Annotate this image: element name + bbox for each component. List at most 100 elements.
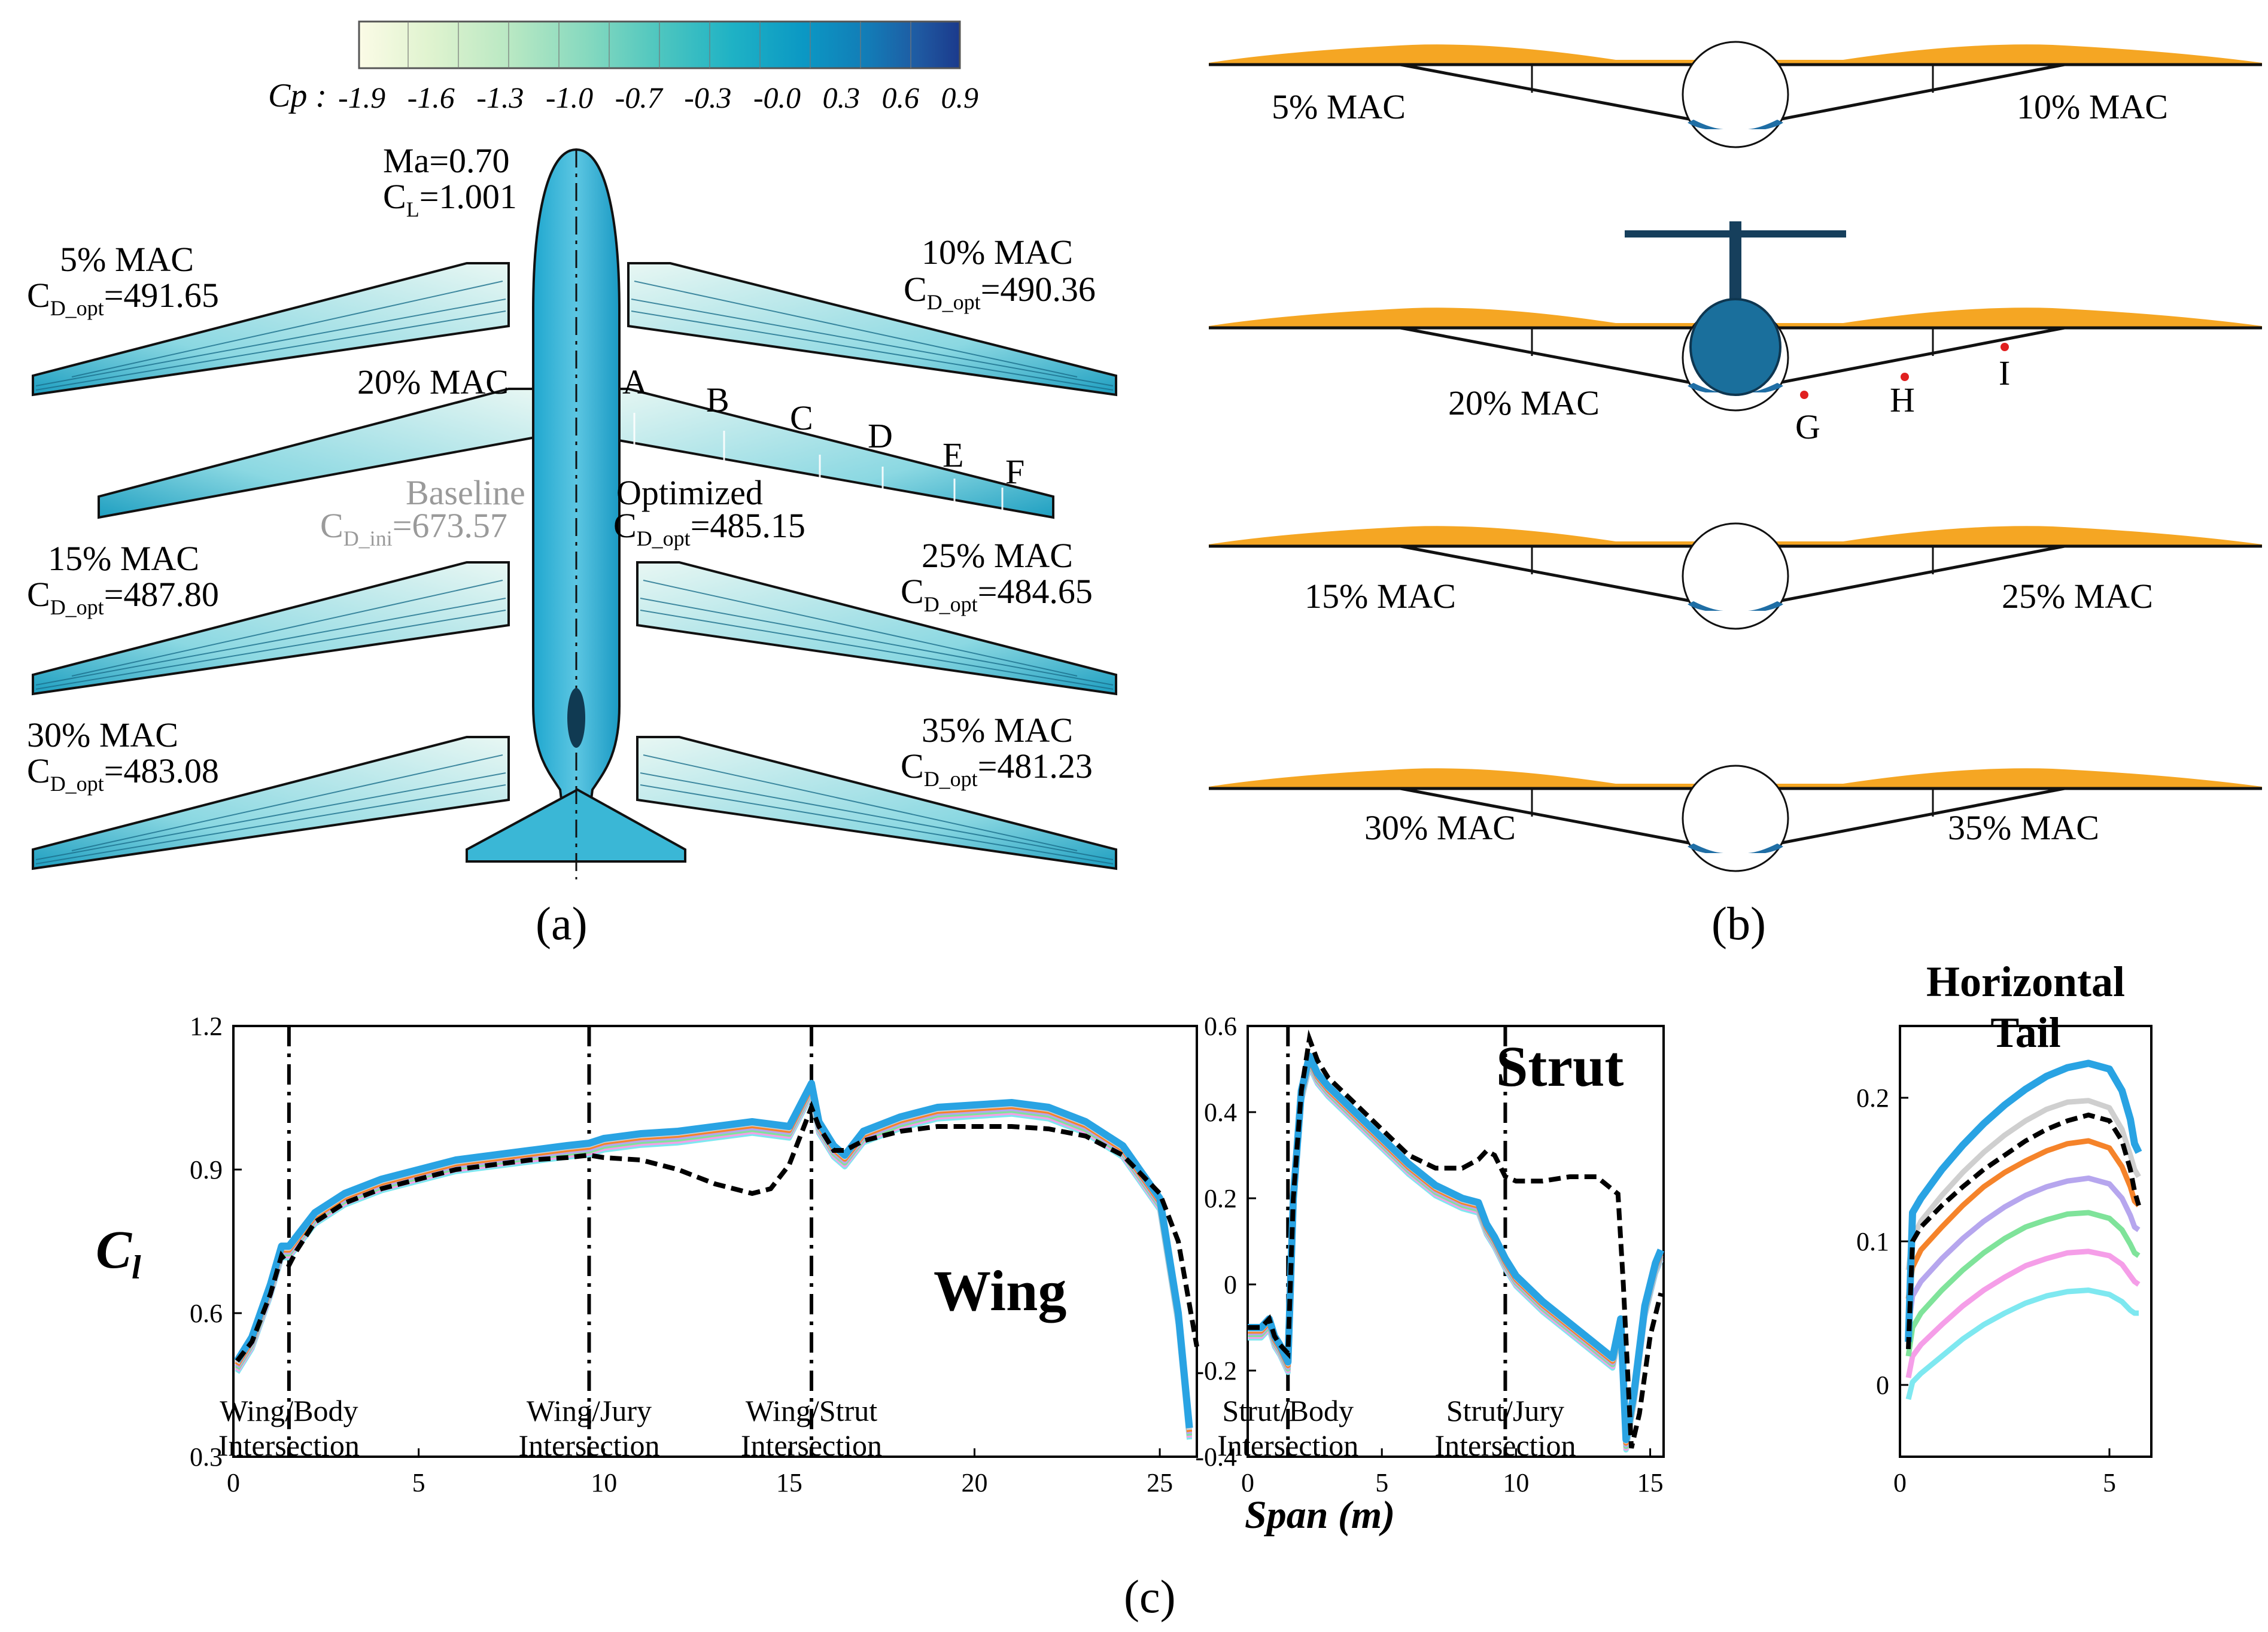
y-tick-label: 0.4 xyxy=(1204,1098,1237,1127)
b-label-10mac: 10% MAC xyxy=(2017,87,2168,126)
y-tick-label: 0.3 xyxy=(190,1442,223,1472)
x-tick-label: 15 xyxy=(776,1468,802,1497)
case-25mac-label: 25% MAC xyxy=(922,536,1073,575)
series-line xyxy=(234,1080,1193,1429)
series-line xyxy=(1248,1064,1664,1453)
x-tick-label: 0 xyxy=(227,1468,240,1497)
chart-title: Horizontal xyxy=(1926,958,2125,1006)
series-line xyxy=(1248,1062,1664,1451)
front-view-20mac xyxy=(1209,221,2262,410)
case-30mac-cd: CD_opt=483.08 xyxy=(27,751,219,796)
cp-tick: -1.6 xyxy=(407,81,455,114)
x-tick-label: 0 xyxy=(1241,1468,1254,1497)
y-tick-label: -0.2 xyxy=(1195,1356,1237,1386)
x-tick-label: 5 xyxy=(2103,1468,2116,1497)
intersection-label: Intersection xyxy=(1217,1429,1358,1462)
series-line xyxy=(1248,1052,1665,1444)
case-10mac-cd: CD_opt=490.36 xyxy=(904,270,1096,314)
intersection-label: Intersection xyxy=(518,1429,659,1462)
intersection-label: Strut/Jury xyxy=(1446,1394,1564,1427)
case-20mac-label: 20% MAC xyxy=(357,363,509,401)
x-tick-label: 10 xyxy=(1503,1468,1529,1497)
y-tick-label: -0.4 xyxy=(1195,1442,1237,1472)
case-15mac-label: 15% MAC xyxy=(48,539,199,578)
wing-35mac-right xyxy=(636,736,1117,870)
section-letter-b: B xyxy=(706,380,729,419)
cp-tick: -1.0 xyxy=(545,81,594,114)
case-35mac-cd: CD_opt=481.23 xyxy=(901,747,1093,791)
chart-title: Strut xyxy=(1496,1034,1624,1098)
baseline-line xyxy=(1248,1029,1664,1449)
series-line xyxy=(1905,1175,2141,1328)
baseline-line xyxy=(1906,1112,2141,1350)
y-axis-label: Cl xyxy=(96,1220,141,1286)
y-tick-label: 0.2 xyxy=(1204,1184,1237,1213)
b-label-5mac: 5% MAC xyxy=(1272,87,1406,126)
case-30mac-label: 30% MAC xyxy=(27,715,178,754)
wing-30mac-left xyxy=(32,736,510,870)
series-line xyxy=(1905,1249,2141,1378)
x-tick-label: 10 xyxy=(591,1468,617,1497)
b-point-i: I xyxy=(1999,354,2011,392)
caption-c: (c) xyxy=(1124,1570,1176,1622)
section-letter-a: A xyxy=(622,363,647,401)
series-line xyxy=(1905,1287,2139,1400)
b-label-30mac: 30% MAC xyxy=(1364,808,1516,847)
cp-title: Cp : xyxy=(268,77,327,114)
wing-15mac-left xyxy=(32,561,510,696)
baseline-cd: CD_ini=673.57 xyxy=(320,506,507,550)
b-point-g: G xyxy=(1795,407,1820,446)
caption-b: (b) xyxy=(1711,897,1766,949)
intersection-label: Wing/Body xyxy=(220,1394,358,1427)
wing-10mac-right xyxy=(627,262,1117,397)
aircraft-cp-drawing xyxy=(32,148,1117,879)
chart-title: Tail xyxy=(1990,1009,2060,1056)
y-tick-label: 0.9 xyxy=(190,1155,223,1185)
cp-colorbar xyxy=(358,20,961,69)
plot-frame xyxy=(232,1025,1198,1458)
x-tick-label: 20 xyxy=(961,1468,987,1497)
series-line xyxy=(1248,1058,1664,1448)
y-tick-label: 0.2 xyxy=(1856,1083,1889,1113)
baseline-label: Baseline xyxy=(406,473,525,512)
cp-tick-labels: -1.9 -1.6 -1.3 -1.0 -0.7 -0.3 -0.0 0.3 0… xyxy=(338,80,978,115)
wing-25mac-right xyxy=(636,561,1117,696)
series-line xyxy=(1905,1098,2141,1271)
y-tick-label: 0 xyxy=(1224,1270,1237,1299)
series-line xyxy=(1905,1210,2141,1357)
x-axis-label: Span (m) xyxy=(1245,1493,1396,1537)
cl-label: CL=1.001 xyxy=(383,177,517,221)
series-line xyxy=(1248,1056,1664,1446)
baseline-line xyxy=(235,1100,1199,1363)
intersection-label: Strut/Body xyxy=(1223,1394,1354,1427)
intersection-label: Intersection xyxy=(1434,1429,1576,1462)
x-tick-label: 0 xyxy=(1893,1468,1907,1497)
chart-title: Wing xyxy=(934,1259,1066,1323)
intersection-label: Intersection xyxy=(218,1429,360,1462)
wing-5mac-left xyxy=(32,262,510,397)
optimized-label: Optimized xyxy=(616,473,763,512)
b-label-35mac: 35% MAC xyxy=(1948,808,2099,847)
case-5mac-label: 5% MAC xyxy=(60,240,194,279)
series-line xyxy=(1905,1138,2141,1299)
series-line xyxy=(1248,1055,1664,1444)
mach-label: Ma=0.70 xyxy=(383,141,510,180)
cp-tick: -0.0 xyxy=(753,81,801,114)
cp-tick: 0.3 xyxy=(822,81,860,114)
x-tick-label: 15 xyxy=(1637,1468,1664,1497)
fuselage xyxy=(466,148,686,879)
case-5mac-cd: CD_opt=491.65 xyxy=(27,276,219,320)
cp-tick: -0.7 xyxy=(615,81,662,114)
case-15mac-cd: CD_opt=487.80 xyxy=(27,575,219,619)
b-label-20mac: 20% MAC xyxy=(1448,383,1600,422)
intersection-label: Wing/Jury xyxy=(527,1394,652,1427)
cp-tick: -1.3 xyxy=(476,81,524,114)
x-tick-label: 25 xyxy=(1147,1468,1173,1497)
y-tick-label: 0.6 xyxy=(190,1299,223,1328)
b-label-15mac: 15% MAC xyxy=(1305,577,1456,616)
intersection-label: Wing/Strut xyxy=(746,1394,877,1427)
plot-frame xyxy=(1247,1025,1665,1458)
front-view-drawings xyxy=(1197,0,2268,897)
y-tick-label: 1.2 xyxy=(190,1012,223,1041)
section-letter-e: E xyxy=(943,436,964,474)
